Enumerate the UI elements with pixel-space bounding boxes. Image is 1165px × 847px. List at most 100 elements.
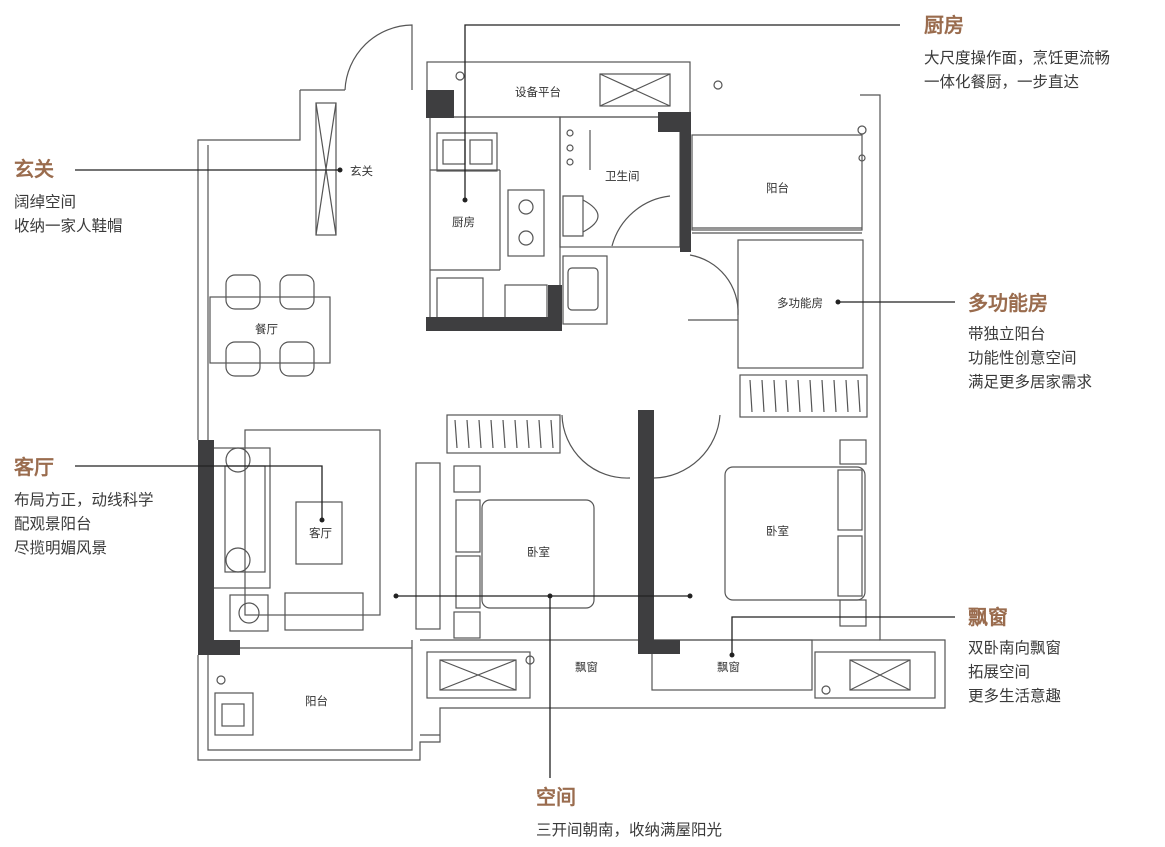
nightstand [839,599,867,627]
drain [525,655,535,665]
wardrobe-hangers [454,419,554,449]
living-rug [244,429,381,616]
annotation-line: 三开间朝南，收纳满屋阳光 [536,821,723,839]
annotation-line: 拓展空间 [968,663,1031,681]
burner [518,199,534,215]
leader-dot [462,197,468,203]
annotation-kitchen: 厨房 大尺度操作面，烹饪更流畅 一体化餐厨，一步直达 [924,12,1110,94]
wash-basin-bowl [567,267,599,311]
annotation-title: 多功能房 [968,291,1048,315]
drain [858,154,866,162]
annotation-space: 空间 三开间朝南，收纳满屋阳光 [536,784,722,842]
bed-left [481,499,595,609]
leader-dot [337,167,343,173]
outer-wall [210,639,880,736]
structural-wall [680,112,691,252]
dining-table [209,296,331,364]
bathroom-door [611,195,671,247]
speaker-cone [238,602,260,624]
leader-dot [687,593,693,599]
pillow [455,499,481,553]
toilet [562,195,599,237]
room-label-south-balcony: 阳台 [305,694,328,708]
fixture [566,129,574,137]
chair [225,341,261,377]
annotation-title: 厨房 [924,13,964,37]
outer-wall [197,89,345,440]
room-label-bedroom-right: 卧室 [766,524,789,538]
drain [455,71,465,81]
washing-machine-door [221,703,245,727]
shoe-cabinet-cross [315,102,337,236]
annotation-line: 大尺度操作面，烹饪更流畅 [924,49,1111,67]
room-label-bedroom-left: 卧室 [527,545,550,559]
room-label-equipment: 设备平台 [515,85,561,99]
annotation-living: 客厅 布局方正，动线科学 配观景阳台 尽揽明媚风景 [14,454,154,560]
cabinet [504,284,548,321]
room-label-bathroom: 卫生间 [605,169,640,183]
structural-wall [548,285,562,331]
pillow [837,535,863,597]
drain [857,125,867,135]
annotation-entrance: 玄关 阔绰空间 收纳一家人鞋帽 [14,156,123,238]
annotation-line: 带独立阳台 [968,325,1046,343]
bedroom-door [561,414,631,479]
sofa [211,447,271,589]
leader-dot [729,652,735,658]
drain [821,685,831,695]
leader-dot [547,593,553,599]
annotation-title: 玄关 [14,157,54,181]
annotation-line: 更多生活意趣 [968,687,1062,705]
room-label-bay-right: 飘窗 [717,660,740,674]
shoe-cabinet [315,102,337,236]
structural-wall [638,640,680,654]
wall-panel [415,462,441,630]
leader-space [396,595,690,778]
bed-right [724,466,866,601]
nightstand [453,465,481,493]
fridge [436,277,484,319]
pillow [455,555,481,609]
room-label-bay-left: 飘窗 [575,660,598,674]
annotation-multi: 多功能房 带独立阳台 功能性创意空间 满足更多居家需求 [968,290,1092,394]
leader-living [75,465,323,520]
room-label-dining: 餐厅 [255,322,278,336]
leader-dot [835,299,841,305]
annotation-title: 客厅 [14,455,54,479]
structural-wall [198,440,214,655]
outer-wall [197,94,946,761]
annotation-title: 空间 [536,785,576,809]
bay-window-left [426,651,531,699]
structural-wall [426,90,454,118]
sink-basin [469,139,493,165]
annotation-line: 一体化餐厨，一步直达 [924,73,1080,91]
kitchen-outline [429,116,561,323]
burner [518,230,534,246]
annotation-title: 飘窗 [968,605,1008,629]
coffee-table [295,501,343,565]
leader-dot [319,517,325,523]
annotation-line: 配观景阳台 [14,515,92,533]
ac-unit [599,73,671,107]
bay-window-cross [439,659,517,691]
nightstand [453,611,481,639]
structural-wall [638,410,654,645]
drain [713,80,723,90]
sink [436,132,498,172]
entrance-door [344,24,413,91]
leader-kitchen [464,24,900,200]
wardrobe [739,374,868,418]
annotation-line: 功能性创意空间 [968,349,1077,367]
multi-room-door [689,254,739,316]
washing-machine [214,692,254,736]
annotation-line: 布局方正，动线科学 [14,491,154,509]
annotation-bay: 飘窗 双卧南向飘窗 拓展空间 更多生活意趣 [968,604,1061,708]
pillow [837,469,863,531]
chair [279,341,315,377]
outer-wall [207,640,413,751]
bedroom-door [653,414,721,479]
chair [279,274,315,310]
bay-window-box [849,659,911,691]
armchair [225,447,251,473]
